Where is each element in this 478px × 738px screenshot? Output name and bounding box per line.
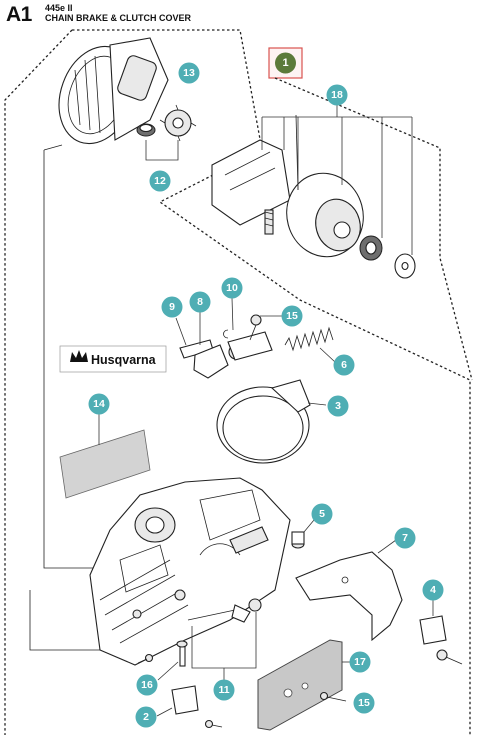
decal-part[interactable] (59, 429, 151, 499)
callout-5[interactable]: 5 (311, 503, 333, 525)
frame-line-left (43, 150, 100, 569)
pin-part[interactable] (176, 640, 188, 667)
page-code: A1 (6, 3, 32, 26)
callout-6-label: 6 (341, 359, 347, 371)
callout-11-label: 11 (218, 684, 229, 696)
callout-15-upper[interactable]: 15 (281, 305, 303, 327)
leader-2 (156, 707, 173, 717)
callout-12[interactable]: 12 (149, 170, 171, 192)
brake-band-part[interactable] (216, 379, 311, 464)
callout-9-label: 9 (169, 301, 175, 313)
model-name: 445e II (45, 3, 73, 13)
clamp-part[interactable] (171, 685, 223, 729)
sprocket-part[interactable] (136, 104, 197, 142)
brake-lever-part[interactable] (419, 615, 463, 665)
stud-part[interactable] (291, 531, 305, 549)
callout-18-label: 18 (331, 89, 343, 101)
side-plate-part[interactable] (257, 639, 343, 731)
callout-10-label: 10 (226, 282, 238, 294)
callout-3[interactable]: 3 (327, 395, 349, 417)
leader-12 (145, 140, 179, 161)
callout-13-label: 13 (183, 67, 195, 79)
callout-11[interactable]: 11 (213, 679, 235, 701)
brake-linkage-part[interactable] (179, 314, 273, 379)
leaders-brake (175, 297, 336, 363)
callout-12-label: 12 (154, 175, 166, 187)
callout-14-label: 14 (93, 398, 105, 410)
leader-7 (377, 539, 397, 554)
callout-5-label: 5 (319, 508, 325, 520)
leader-16 (157, 661, 179, 681)
callout-17-label: 17 (354, 656, 366, 668)
callout-8-label: 8 (197, 296, 203, 308)
screw-parts (137, 653, 347, 702)
husqvarna-logo-text: Husqvarna (91, 353, 157, 367)
callout-10[interactable]: 10 (221, 277, 243, 299)
callout-4[interactable]: 4 (422, 579, 444, 601)
callout-17[interactable]: 17 (349, 651, 371, 673)
husqvarna-crown-icon (70, 350, 88, 362)
callout-14[interactable]: 14 (88, 393, 110, 415)
frame-line-bottom (29, 590, 110, 651)
leader-3 (307, 402, 327, 406)
chain-guard-part[interactable] (295, 551, 403, 642)
callout-15-upper-label: 15 (286, 310, 298, 322)
clutch-assembly-part[interactable] (211, 114, 416, 279)
callout-15-lower-label: 15 (358, 697, 370, 709)
callout-16[interactable]: 16 (136, 674, 158, 696)
chain-brake-cover-part[interactable] (89, 477, 291, 666)
subassembly-outline (274, 77, 473, 381)
callout-7[interactable]: 7 (394, 527, 416, 549)
callout-4-label: 4 (430, 584, 436, 596)
callout-8[interactable]: 8 (189, 291, 211, 313)
callout-15-lower[interactable]: 15 (353, 692, 375, 714)
callout-7-label: 7 (402, 532, 408, 544)
callout-13[interactable]: 13 (178, 62, 200, 84)
assembly-badge[interactable] (275, 52, 296, 74)
callout-16-label: 16 (141, 679, 153, 691)
callout-2[interactable]: 2 (135, 706, 157, 728)
clutch-cover-part[interactable] (46, 36, 169, 155)
callout-3-label: 3 (335, 400, 341, 412)
frame-line-top (43, 144, 63, 151)
callout-9[interactable]: 9 (161, 296, 183, 318)
brake-spring-part[interactable] (284, 326, 334, 352)
section-title: CHAIN BRAKE & CLUTCH COVER (45, 13, 191, 23)
husqvarna-logo: Husqvarna (59, 345, 167, 373)
assembly-badge-label: 1 (282, 57, 288, 69)
leader-5 (303, 519, 315, 533)
callout-2-label: 2 (143, 711, 149, 723)
tensioner-part[interactable] (187, 598, 262, 623)
assembly-outline (4, 29, 471, 735)
callout-18[interactable]: 18 (326, 84, 348, 106)
callout-6[interactable]: 6 (333, 354, 355, 376)
